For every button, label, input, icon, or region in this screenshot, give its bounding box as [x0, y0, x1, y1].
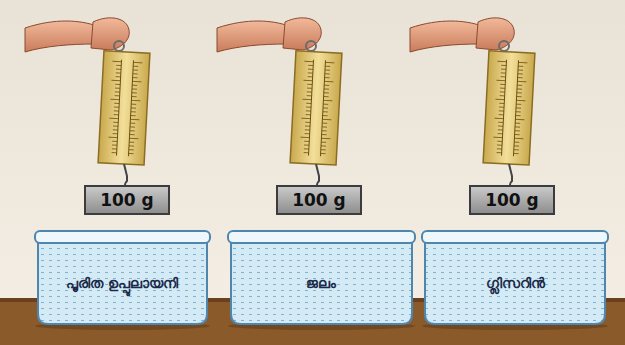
hook [124, 164, 127, 187]
weight-block: 100 g [469, 185, 555, 215]
spring-balance [25, 18, 150, 187]
arm [410, 21, 482, 52]
liquid-name: ഗ്ലിസറിൻ [459, 274, 571, 293]
liquid-label-box: പൂരിത ഉപ്പുലായനി [62, 272, 182, 295]
liquid-container [228, 231, 415, 330]
spring-balance [217, 18, 342, 187]
liquid [38, 241, 207, 324]
liquid-container [35, 231, 210, 330]
ring [306, 41, 316, 51]
spring-balance [410, 18, 535, 187]
hook [509, 164, 512, 187]
weight-block: 100 g [276, 185, 362, 215]
mass-label: 100 g [479, 190, 545, 210]
balance-body [483, 51, 535, 165]
liquid-name: ജലം [265, 274, 377, 293]
mass-label: 100 g [286, 190, 352, 210]
liquid [425, 241, 605, 324]
balance-body [98, 51, 150, 165]
weight-block: 100 g [84, 185, 170, 215]
container-rim [228, 231, 415, 243]
ring [499, 41, 509, 51]
arm [217, 21, 289, 52]
mass-label: 100 g [94, 190, 160, 210]
hook [316, 164, 319, 187]
balance-body [290, 51, 342, 165]
liquid-label-box: ജലം [261, 272, 381, 295]
container-rim [422, 231, 608, 243]
ring [114, 41, 124, 51]
liquid-label-box: ഗ്ലിസറിൻ [455, 272, 575, 295]
liquid-container [422, 231, 608, 330]
liquid [231, 241, 412, 324]
liquid-name: പൂരിത ഉപ്പുലായനി [66, 274, 178, 293]
arm [25, 21, 97, 52]
container-rim [35, 231, 210, 243]
